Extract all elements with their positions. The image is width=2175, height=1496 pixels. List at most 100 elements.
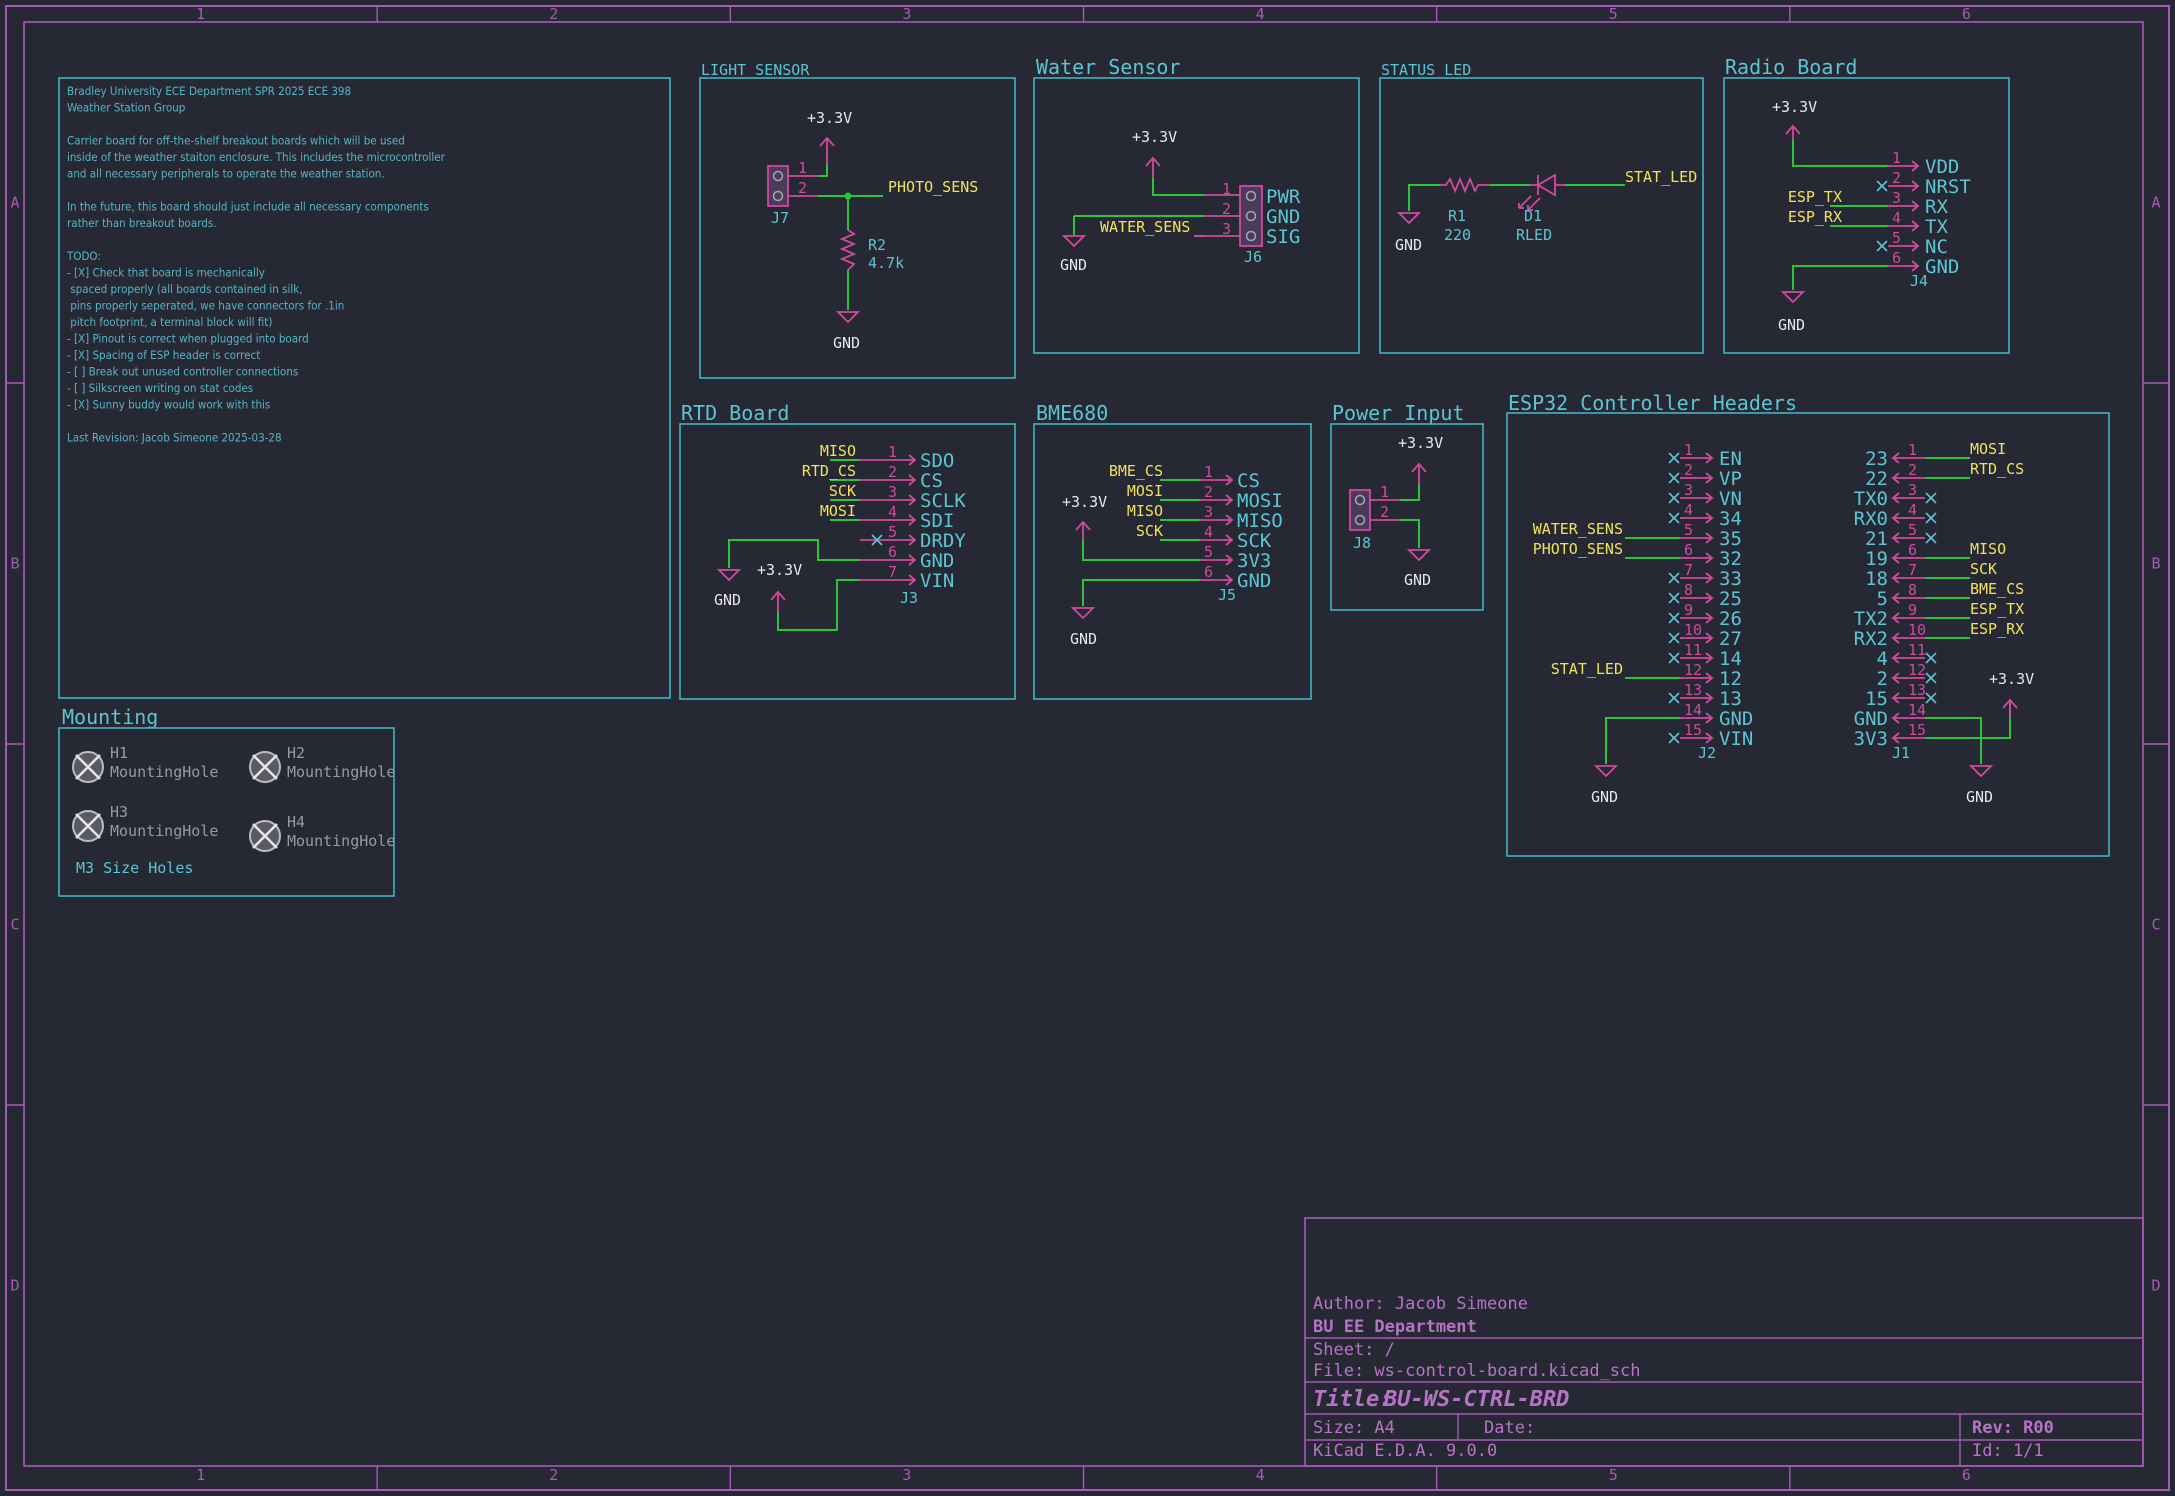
frame-col-label-top: 5	[1609, 5, 1618, 23]
j3-pin-name: SCLK	[920, 490, 966, 512]
mounting-hole-value: MountingHole	[110, 822, 218, 840]
mounting-hole-ref: H2	[287, 744, 305, 762]
net-label-miso: MISO	[1127, 502, 1163, 520]
j5-pin-num: 4	[1204, 523, 1213, 541]
water-sens-label: WATER_SENS	[1100, 218, 1190, 236]
pwrin-gnd-label: GND	[1404, 571, 1431, 589]
j1-pin-name: RX0	[1854, 508, 1888, 530]
j4-pin-name: VDD	[1925, 156, 1959, 178]
light-sensor-title: LIGHT SENSOR	[701, 61, 810, 79]
j2-pin-num: 1	[1684, 441, 1693, 459]
status-led-title: STATUS LED	[1381, 61, 1471, 79]
frame-col-label-top: 4	[1256, 5, 1265, 23]
j2-pin-name: 35	[1719, 528, 1742, 550]
j4-pin-num: 5	[1892, 229, 1901, 247]
j1-pin-name: 22	[1865, 468, 1888, 490]
j2-pin-num: 13	[1684, 681, 1702, 699]
r1-value: 220	[1444, 226, 1471, 244]
j8-ref: J8	[1353, 534, 1371, 552]
no-connect-marker	[1668, 612, 1680, 624]
no-connect-marker	[1925, 512, 1937, 524]
notes-line: Last Revision: Jacob Simeone 2025-03-28	[67, 431, 282, 445]
light-gnd-label: GND	[833, 334, 860, 352]
net-label-esp-rx: ESP_RX	[1970, 620, 2024, 638]
net-label-bme-cs: BME_CS	[1970, 580, 2024, 598]
j6-ref: J6	[1244, 248, 1262, 266]
net-label-sck: SCK	[1136, 522, 1163, 540]
j2-pin-name: 12	[1719, 668, 1742, 690]
no-connect-marker	[1876, 180, 1888, 192]
j1-pin-name: TX0	[1854, 488, 1888, 510]
j4-pin-name: RX	[1925, 196, 1948, 218]
led-gnd-label: GND	[1395, 236, 1422, 254]
d1-value: RLED	[1516, 226, 1552, 244]
net-label-sck: SCK	[829, 482, 856, 500]
j1-pin-num: 8	[1908, 581, 1917, 599]
net-label-miso: MISO	[1970, 540, 2006, 558]
j1-pin-num: 10	[1908, 621, 1926, 639]
j3-pin-num: 6	[888, 543, 897, 561]
tb-company: BU EE Department	[1313, 1317, 1477, 1337]
j7-pin2: 2	[798, 179, 807, 197]
j1-pin-num: 9	[1908, 601, 1917, 619]
j1-pin-num: 1	[1908, 441, 1917, 459]
j1-pin-num: 11	[1908, 641, 1926, 659]
j1-pin-name: 18	[1865, 568, 1888, 590]
no-connect-marker	[1668, 472, 1680, 484]
j4-pin-num: 6	[1892, 249, 1901, 267]
water-sensor-title: Water Sensor	[1036, 55, 1181, 79]
frame-col-label-top: 3	[902, 5, 911, 23]
j2-pin-num: 12	[1684, 661, 1702, 679]
j2-pin-num: 5	[1684, 521, 1693, 539]
notes-line: pitch footprint, a terminal block will f…	[67, 315, 272, 329]
no-connect-marker	[1925, 492, 1937, 504]
bme680-title: BME680	[1036, 401, 1108, 425]
tb-tool: KiCad E.D.A. 9.0.0	[1313, 1441, 1497, 1461]
j5-pin-name: GND	[1237, 570, 1271, 592]
j1-pin-name: TX2	[1854, 608, 1888, 630]
j5-ref: J5	[1218, 586, 1236, 604]
no-connect-marker	[1925, 652, 1937, 664]
mounting-hole-value: MountingHole	[287, 763, 395, 781]
light-sensor-section: LIGHT SENSOR +3.3V 1 2 J7 PHOTO_SENS R2 …	[699, 61, 1016, 379]
j5-pin-num: 3	[1204, 503, 1213, 521]
notes-line	[67, 233, 70, 247]
rtd-gnd-label: GND	[714, 591, 741, 609]
j2-pin-name: GND	[1719, 708, 1753, 730]
j6-pin3-name: SIG	[1266, 226, 1300, 248]
j2-pin-num: 10	[1684, 621, 1702, 639]
j5-pin-num: 1	[1204, 463, 1213, 481]
net-label-mosi: MOSI	[1127, 482, 1163, 500]
j4-pin-name: TX	[1925, 216, 1948, 238]
j3-pin-num: 7	[888, 563, 897, 581]
j1-pin-num: 7	[1908, 561, 1917, 579]
notes-section: Bradley University ECE Department SPR 20…	[58, 77, 671, 699]
j2-pin-name: 13	[1719, 688, 1742, 710]
j2-pin-name: VIN	[1719, 728, 1753, 750]
no-connect-marker	[1668, 632, 1680, 644]
esp32-title: ESP32 Controller Headers	[1508, 391, 1797, 415]
j8-pin1: 1	[1380, 483, 1389, 501]
j4-pin-num: 1	[1892, 149, 1901, 167]
no-connect-marker	[1925, 692, 1937, 704]
notes-line: pins properly seperated, we have connect…	[67, 299, 344, 313]
j6-pin1-num: 1	[1222, 180, 1231, 198]
j1-pin-num: 15	[1908, 721, 1926, 739]
j5-pin-name: SCK	[1237, 530, 1272, 552]
notes-line: - [X] Spacing of ESP header is correct	[67, 348, 260, 362]
j2-pin-num: 8	[1684, 581, 1693, 599]
mounting-hole-ref: H4	[287, 813, 305, 831]
frame-col-label-top: 6	[1962, 5, 1971, 23]
j3-pin-num: 1	[888, 443, 897, 461]
j2-pin-name: 14	[1719, 648, 1742, 670]
net-label-sck: SCK	[1970, 560, 1997, 578]
j1-pin-num: 12	[1908, 661, 1926, 679]
notes-line: inside of the weather staiton enclosure.…	[67, 150, 446, 164]
j6-connector[interactable]	[1239, 185, 1263, 247]
notes-line: - [X] Check that board is mechanically	[67, 266, 265, 280]
notes-line: - [ ] Silkscreen writing on stat codes	[67, 381, 253, 395]
j1-gnd-label: GND	[1966, 788, 1993, 806]
